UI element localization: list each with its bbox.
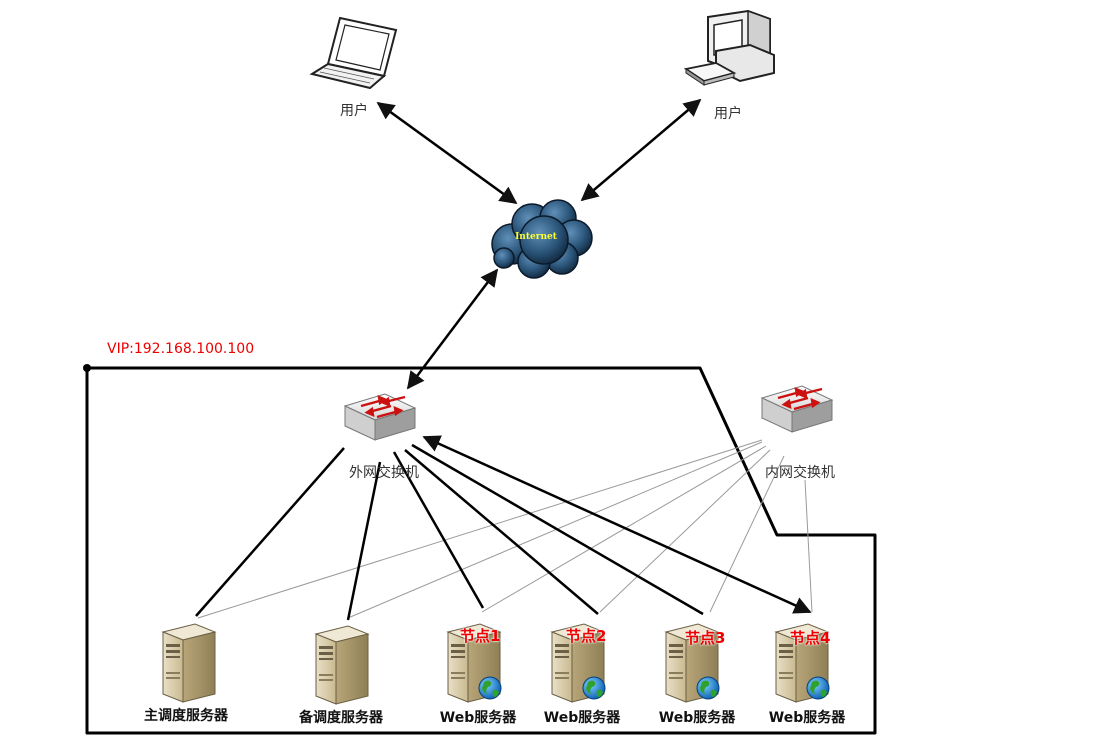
internet-label: Internet (515, 232, 557, 242)
internal-links (197, 439, 813, 619)
node-label-1: 节点1 (460, 627, 501, 645)
internal-switch-label: 内网交换机 (765, 465, 835, 481)
node-label-4: 节点4 (790, 629, 831, 647)
server-label-web-1: Web服务器 (439, 710, 517, 726)
server-tower-icon (162, 623, 216, 703)
laptop-icon (309, 16, 398, 90)
node-label-2: 节点2 (566, 627, 607, 645)
server-label-primary-scheduler: 主调度服务器 (144, 708, 228, 724)
uplinks (376, 98, 702, 390)
vip-boundary (85, 366, 877, 735)
globe-icon (582, 676, 606, 700)
node-label-3: 节点3 (685, 629, 726, 647)
vip-anchor-dot (83, 364, 91, 372)
vip-label: VIP:192.168.100.100 (107, 341, 255, 357)
server-tower-icon (315, 625, 369, 705)
globe-icon (806, 676, 830, 700)
external-switch-icon (343, 392, 417, 442)
external-links (195, 435, 812, 621)
globe-icon (478, 676, 502, 700)
server-label-web-3: Web服务器 (658, 710, 736, 726)
cloud-icon (491, 199, 593, 279)
server-label-web-4: Web服务器 (768, 710, 846, 726)
server-label-web-2: Web服务器 (543, 710, 621, 726)
external-switch-label: 外网交换机 (349, 465, 419, 481)
server-label-backup-scheduler: 备调度服务器 (299, 710, 383, 726)
desktop-computer-icon (683, 9, 775, 86)
internal-switch-icon (760, 384, 834, 434)
globe-icon (696, 676, 720, 700)
user-label-right: 用户 (714, 106, 742, 122)
user-label-left: 用户 (340, 103, 368, 119)
